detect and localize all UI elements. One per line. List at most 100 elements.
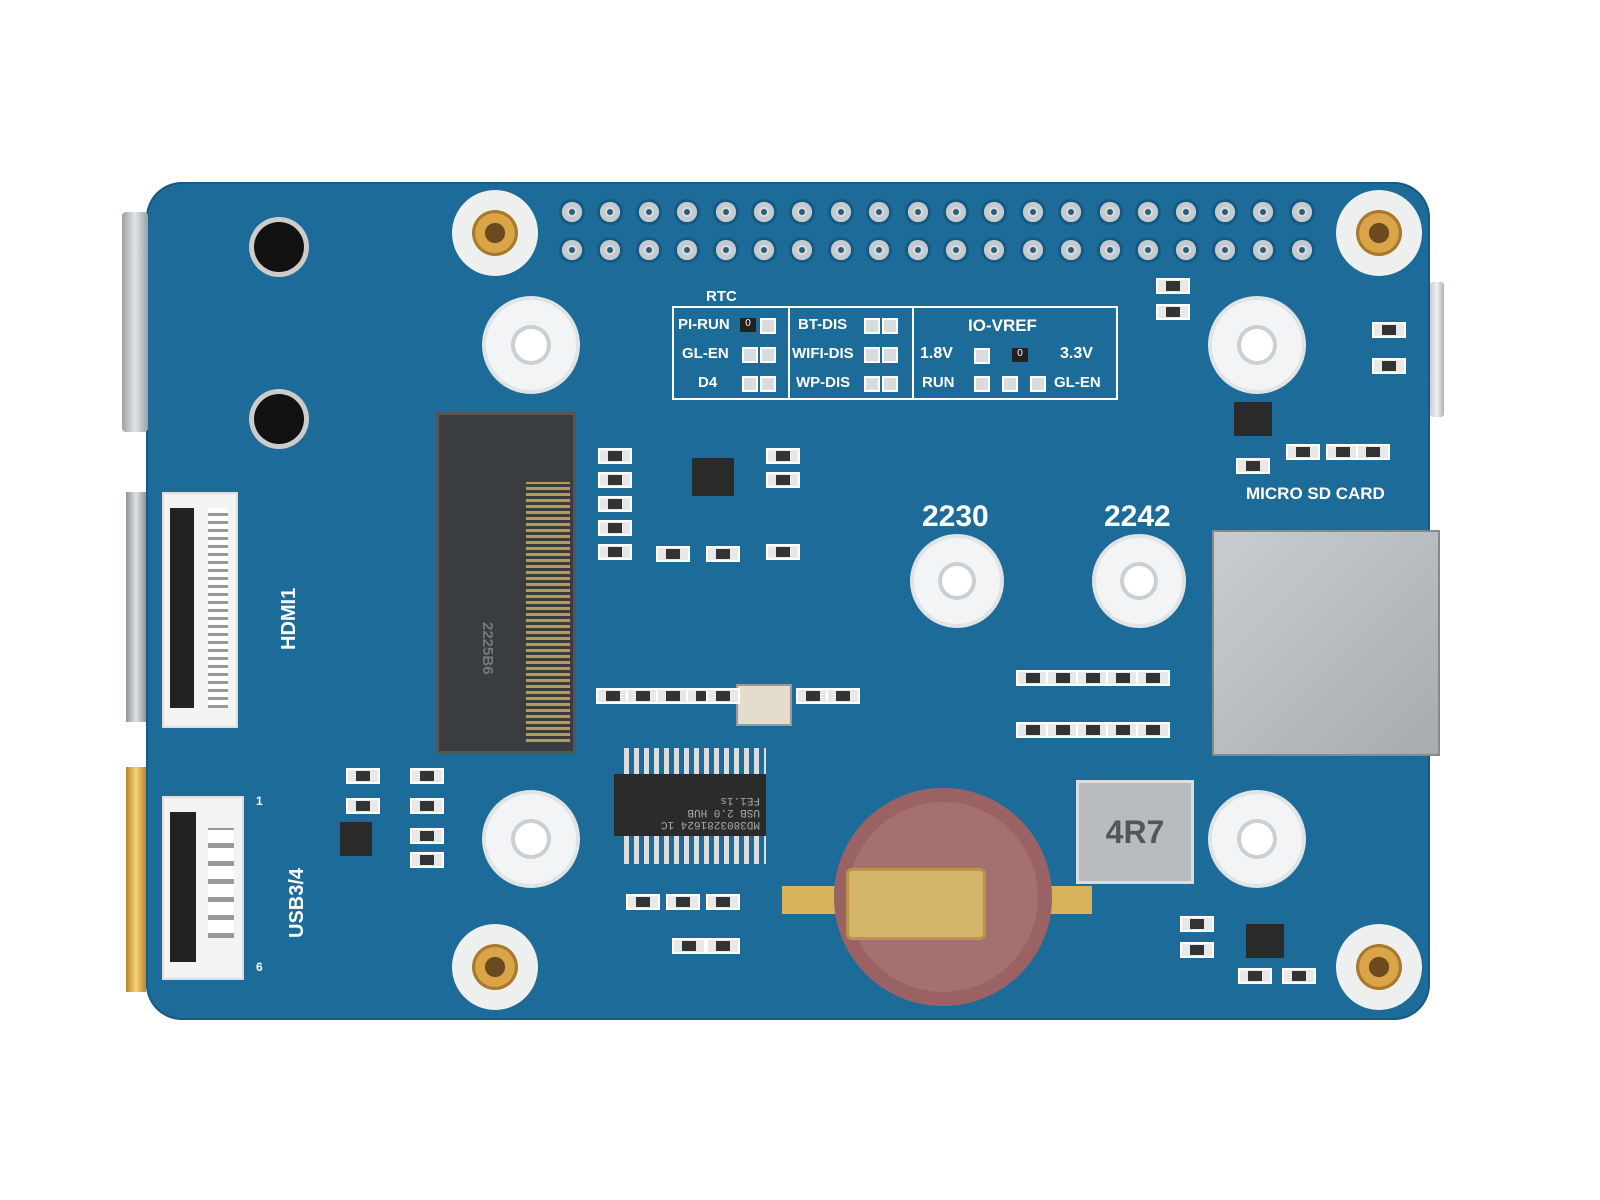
label-micro-sd: MICRO SD CARD [1246,484,1385,503]
smd-resistor [706,938,740,954]
chip-line-3: FE1.1s [720,794,760,806]
label-usb34: USB3/4 [286,867,308,938]
solder-jumper-pad [882,318,898,334]
button-bottom[interactable] [254,394,304,444]
hdmi-side-connector [126,492,146,722]
label-2230: 2230 [922,500,989,533]
gpio-pin [984,240,1005,260]
solder-jumper-pad [760,347,776,363]
label-bt-dis: BT-DIS [798,316,848,333]
gpio-pin [715,240,736,260]
smd-resistor [826,688,860,704]
connector-contacts [208,828,234,938]
hdmi1-ffc-connector[interactable] [162,492,238,728]
gold-connector [126,767,146,992]
gpio-pin [1061,202,1082,222]
smd-resistor [666,894,700,910]
micro-sd-slot[interactable] [1212,530,1440,756]
gpio-pin [946,240,966,260]
jumper-resistor: 0 [740,318,756,332]
label-wifi-dis: WIFI-DIS [792,345,854,362]
usb-hub-chip: MD3803281624 1C USB 2.0 HUB FE1.1s [614,774,766,836]
gpio-pin [907,202,928,222]
connector-latch [170,508,194,708]
smd-resistor [1236,458,1270,474]
smd-resistor [1046,670,1080,686]
inductor: 4R7 [1076,780,1194,884]
smd-resistor [656,546,690,562]
label-hdmi1: HDMI1 [278,587,300,650]
smd-resistor [1286,444,1320,460]
m2-slot-label: 2225B6 [479,622,496,675]
standoff-bottom-left [452,924,538,1010]
gpio-pin [562,240,582,260]
smd-resistor [656,688,690,704]
smd-resistor [766,448,800,464]
usb34-ffc-connector[interactable] [162,796,244,980]
smd-resistor [1076,722,1110,738]
solder-jumper-pad [864,347,880,363]
gpio-pin [715,202,736,222]
gpio-pin [1176,240,1197,260]
coin-cell-clip [846,868,986,940]
smd-resistor [1106,722,1140,738]
standoff-top-left [452,190,538,276]
smd-resistor [410,828,444,844]
gpio-pin [1099,240,1120,260]
gpio-pin [830,202,851,222]
smd-resistor [706,688,740,704]
smd-resistor [626,688,660,704]
mount-hole [486,300,576,390]
solder-jumper-pad [742,376,758,392]
button-top[interactable] [254,222,304,272]
connector-latch [170,812,196,962]
label-gl-en: GL-EN [682,345,729,362]
smd-resistor [410,798,444,814]
solder-jumper-pad [974,348,990,364]
gpio-pin [946,202,966,222]
gpio-pin [1214,240,1235,260]
smd-resistor [1282,968,1316,984]
m2-2230-standoff [914,538,1000,624]
gpio-pin [677,202,698,222]
smd-resistor [706,894,740,910]
label-d4: D4 [698,374,718,391]
standoff-top-right [1336,190,1422,276]
smd-resistor [1076,670,1110,686]
smd-resistor [1180,916,1214,932]
label-gl-en-2: GL-EN [1054,374,1101,391]
gpio-pin [792,240,813,260]
label-rtc: RTC [706,288,737,305]
mount-hole [1212,300,1302,390]
smd-resistor [626,894,660,910]
gpio-pin [1253,240,1274,260]
label-io-vref: IO-VREF [968,316,1037,335]
usb-c-connector [122,212,148,432]
ic [1234,402,1272,436]
gpio-pin [1022,202,1043,222]
smd-resistor [410,852,444,868]
crystal [736,684,792,726]
smd-resistor [796,688,830,704]
m2-2242-standoff [1096,538,1182,624]
solder-jumper-pad [742,347,758,363]
smd-resistor [598,448,632,464]
smd-resistor [1326,444,1360,460]
smd-resistor [598,544,632,560]
mount-hole [1212,794,1302,884]
smd-resistor [1372,322,1406,338]
smd-resistor [1106,670,1140,686]
smd-resistor [346,798,380,814]
smd-resistor [598,496,632,512]
smd-resistor [1016,722,1050,738]
gpio-pin [1138,202,1158,222]
gpio-pin [1214,202,1235,222]
smd-resistor [1136,670,1170,686]
gpio-pin [1291,240,1312,260]
ic [692,458,734,496]
solder-jumper-pad [882,376,898,392]
smd-resistor [706,546,740,562]
mount-hole [486,794,576,884]
smd-resistor [1136,722,1170,738]
gpio-pin [792,202,813,222]
